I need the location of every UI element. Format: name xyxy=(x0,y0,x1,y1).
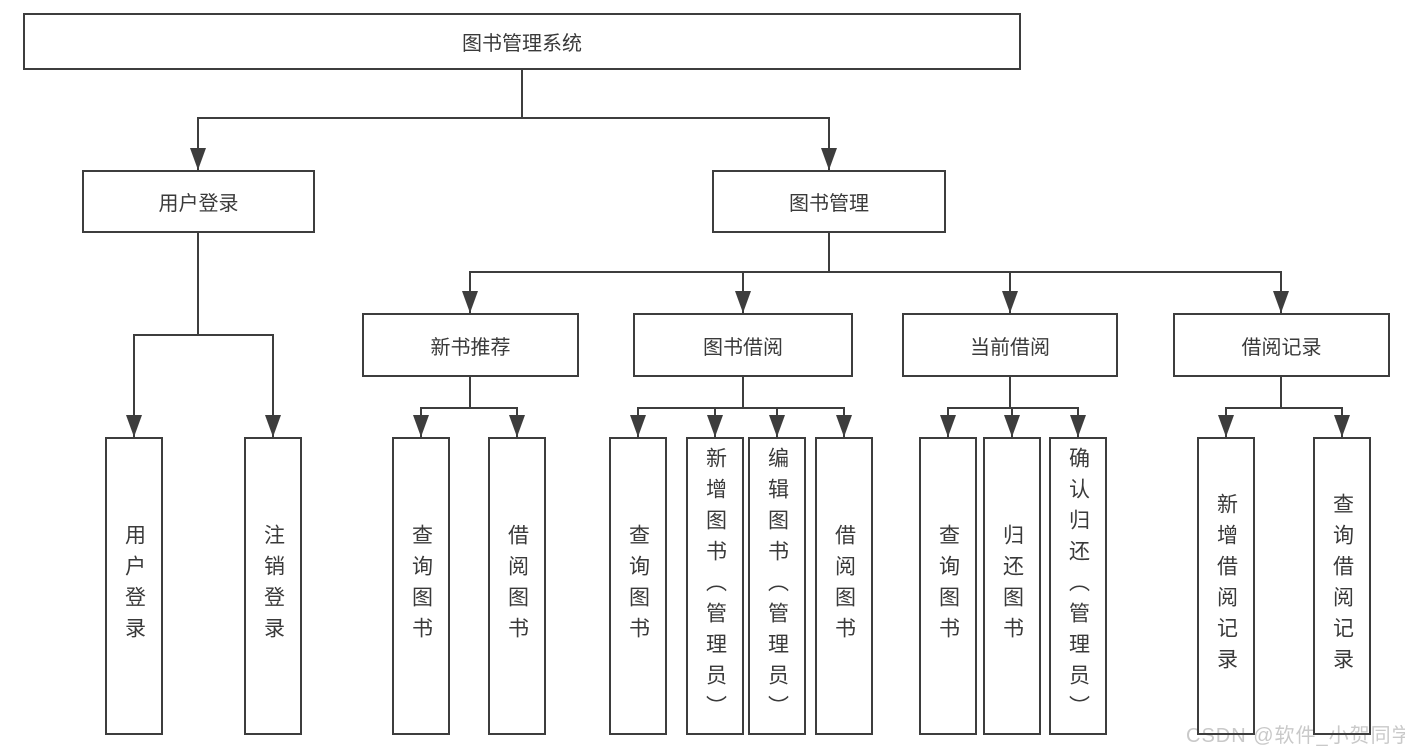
leaf-borrowing-search-books: 查询图书 xyxy=(609,437,667,735)
leaf-borrowing-add-books-admin-label: 新增图书（管理员） xyxy=(703,446,727,726)
node-root: 图书管理系统 xyxy=(23,13,1021,70)
leaf-borrowing-search-books-label: 查询图书 xyxy=(626,524,650,648)
leaf-recommend-search-books: 查询图书 xyxy=(392,437,450,735)
leaf-logout-login-label: 注销登录 xyxy=(261,524,285,648)
node-current-borrowing: 当前借阅 xyxy=(902,313,1118,377)
node-book-borrowing: 图书借阅 xyxy=(633,313,853,377)
leaf-borrowing-borrow-books-label: 借阅图书 xyxy=(832,524,856,648)
leaf-borrowing-add-books-admin: 新增图书（管理员） xyxy=(686,437,744,735)
leaf-user-login-label: 用户登录 xyxy=(122,524,146,648)
leaf-recommend-borrow-books: 借阅图书 xyxy=(488,437,546,735)
leaf-recommend-borrow-books-label: 借阅图书 xyxy=(505,524,529,648)
leaf-records-search-record-label: 查询借阅记录 xyxy=(1330,493,1354,679)
node-book-management: 图书管理 xyxy=(712,170,946,233)
leaf-borrowing-edit-books-admin: 编辑图书（管理员） xyxy=(748,437,806,735)
leaf-user-login: 用户登录 xyxy=(105,437,163,735)
leaf-recommend-search-books-label: 查询图书 xyxy=(409,524,433,648)
leaf-records-add-record-label: 新增借阅记录 xyxy=(1214,493,1238,679)
leaf-current-confirm-return-admin-label: 确认归还（管理员） xyxy=(1066,446,1090,726)
leaf-records-search-record: 查询借阅记录 xyxy=(1313,437,1371,735)
leaf-logout-login: 注销登录 xyxy=(244,437,302,735)
node-user-login: 用户登录 xyxy=(82,170,315,233)
leaf-current-search-books: 查询图书 xyxy=(919,437,977,735)
leaf-current-search-books-label: 查询图书 xyxy=(936,524,960,648)
csdn-watermark: CSDN @软件_小贺同学 xyxy=(1186,725,1405,747)
leaf-records-add-record: 新增借阅记录 xyxy=(1197,437,1255,735)
node-borrow-records: 借阅记录 xyxy=(1173,313,1390,377)
leaf-current-return-books-label: 归还图书 xyxy=(1000,524,1024,648)
leaf-borrowing-borrow-books: 借阅图书 xyxy=(815,437,873,735)
node-new-book-recommend: 新书推荐 xyxy=(362,313,579,377)
leaf-current-return-books: 归还图书 xyxy=(983,437,1041,735)
leaf-current-confirm-return-admin: 确认归还（管理员） xyxy=(1049,437,1107,735)
leaf-borrowing-edit-books-admin-label: 编辑图书（管理员） xyxy=(765,446,789,726)
